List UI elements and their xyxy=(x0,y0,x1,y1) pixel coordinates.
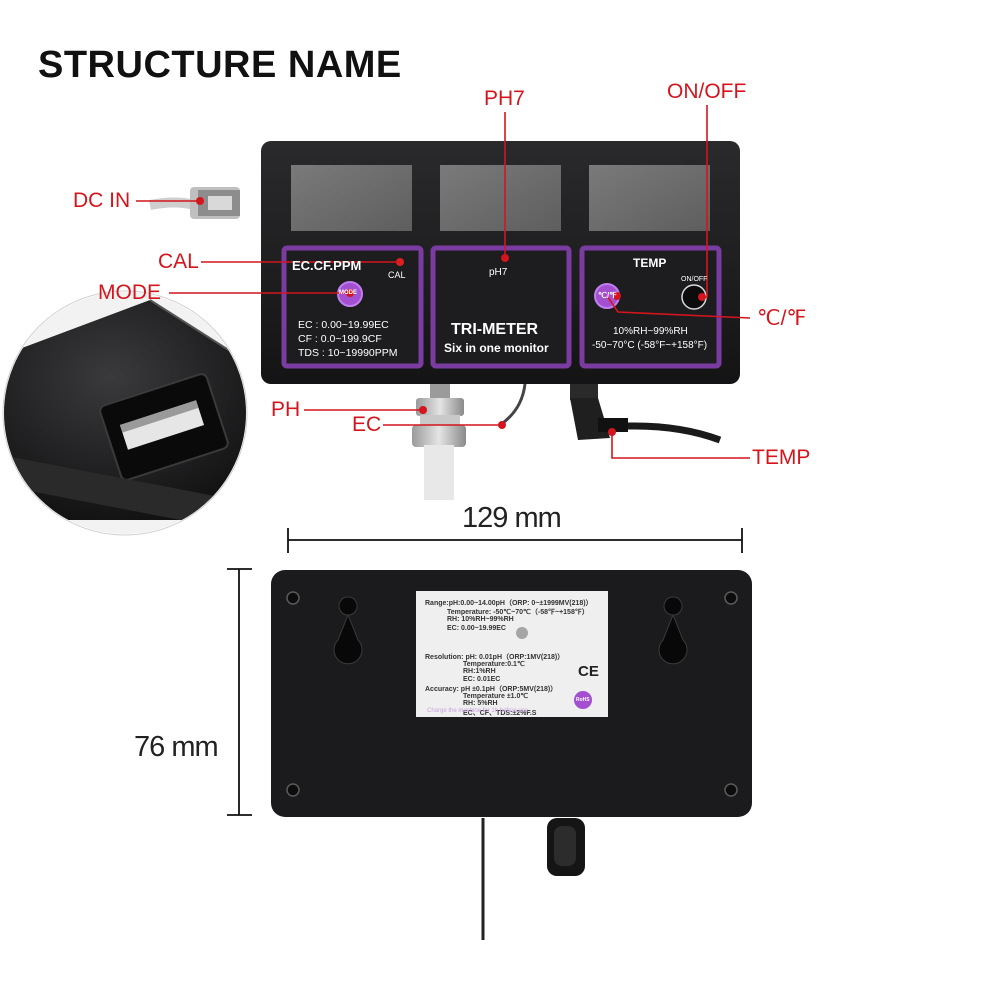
rh-range-text: 10%RH~99%RH xyxy=(613,326,688,337)
brand-name: TRI-METER xyxy=(451,321,539,338)
ec-range-text: EC : 0.00~19.99EC xyxy=(298,319,389,331)
callout-mode: MODE xyxy=(98,281,161,304)
spec-acc-rh: RH: 5%RH xyxy=(463,700,498,707)
ec-cable xyxy=(499,383,527,427)
cf-button-label: ℃/℉ xyxy=(598,291,617,300)
spec-footer-line: Charge the machine for 1h before use xyxy=(427,708,529,714)
wall-mount-keyholes xyxy=(333,596,688,665)
callout-celsius-fahrenheit: ℃/℉ xyxy=(757,307,807,330)
spec-resolution-line: Resolution: pH: 0.01pH（ORP:1MV(218)） xyxy=(425,654,565,661)
brand-tagline: Six in one monitor xyxy=(444,341,549,355)
spec-ec-line: EC: 0.00~19.99EC xyxy=(447,625,506,632)
ce-mark: CE xyxy=(578,663,599,680)
spec-acc-temp: Temperature ±1.0℃ xyxy=(463,693,529,700)
callout-temp: TEMP xyxy=(752,446,811,469)
callout-dots xyxy=(196,197,706,436)
spec-temperature-line: Temperature: -50℃~70℃（-58℉~+158℉） xyxy=(447,609,589,616)
spec-accuracy-line: Accuracy: pH ±0.1pH（ORP:5MV(218)） xyxy=(425,686,558,693)
callout-dc-in: DC IN xyxy=(73,189,131,212)
rohs-mark: RoHS xyxy=(576,697,590,703)
dc-in-zoom-detail xyxy=(2,290,248,536)
temp-range-text: -50~70°C (-58°F~+158°F) xyxy=(592,340,708,351)
rohs-badge xyxy=(574,691,592,709)
temp-probe-connector xyxy=(570,384,722,444)
callout-ph: PH xyxy=(271,398,301,421)
ph-display-screen xyxy=(440,165,561,231)
width-dimension-label: 129 mm xyxy=(462,502,562,534)
temp-panel-title: TEMP xyxy=(633,256,667,270)
temp-display-screen xyxy=(589,165,710,231)
ec-display-screen xyxy=(291,165,412,231)
ph-panel xyxy=(430,245,572,369)
callout-ph7: PH7 xyxy=(484,87,525,110)
page-title: STRUCTURE NAME xyxy=(38,44,402,86)
mode-button-label: MODE xyxy=(339,290,357,296)
callout-cal: CAL xyxy=(158,250,199,273)
back-screws xyxy=(286,591,738,797)
ec-panel xyxy=(281,245,424,369)
callout-ec: EC xyxy=(352,413,382,436)
ph-bnc-connector xyxy=(412,384,466,500)
dc-in-plug xyxy=(149,187,240,219)
cf-range-text: CF : 0.0~199.9CF xyxy=(298,333,382,345)
spec-rh-line: RH: 10%RH~99%RH xyxy=(447,616,514,623)
spec-res-temp: Temperature:0.1℃ xyxy=(463,661,525,668)
ph7-button-label: pH7 xyxy=(489,267,508,278)
ec-panel-title: EC.CF.PPM xyxy=(292,258,362,273)
height-dimension-label: 76 mm xyxy=(134,731,219,763)
tds-range-text: TDS : 10~19990PPM xyxy=(298,347,398,359)
cal-button-label: CAL xyxy=(388,270,406,280)
spec-acc-ec: EC、CF、TDS:±2%F.S xyxy=(463,710,537,717)
spec-res-rh: RH:1%RH xyxy=(463,668,496,675)
back-temp-plug xyxy=(547,818,585,876)
callout-on-off: ON/OFF xyxy=(667,80,747,103)
temp-panel xyxy=(579,245,722,369)
spec-range-line: Range:pH:0.00~14.00pH（ORP: 0~±1999MV(218… xyxy=(425,600,593,607)
dimension-lines xyxy=(227,528,743,816)
on-off-button-label: ON/OFF xyxy=(681,276,708,283)
spec-res-ec: EC: 0.01EC xyxy=(463,676,501,683)
